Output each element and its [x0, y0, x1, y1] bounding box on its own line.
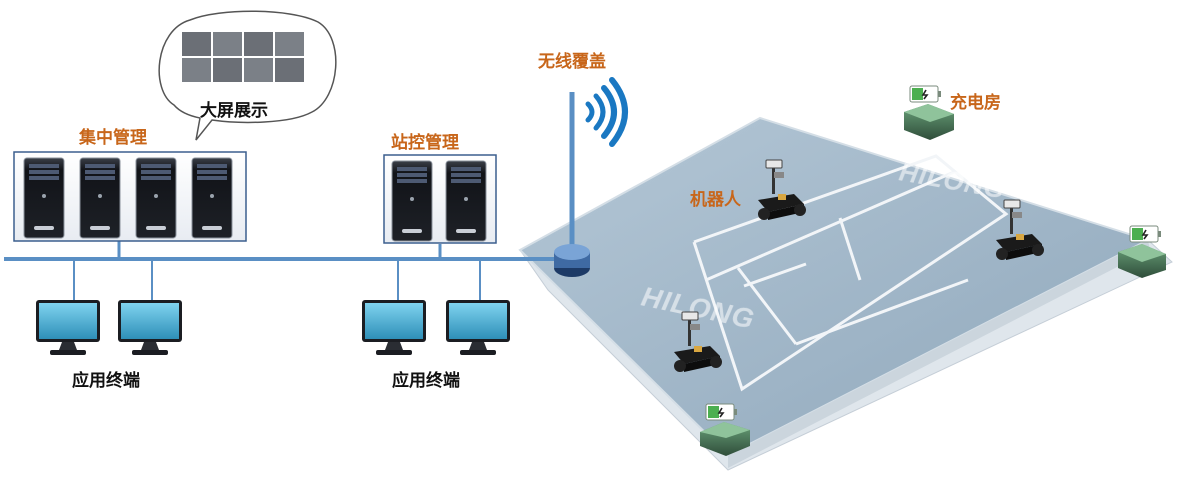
label-app-terminal-right: 应用终端 — [392, 371, 460, 391]
label-wireless-coverage: 无线覆盖 — [538, 52, 606, 72]
court-lines — [692, 154, 1009, 392]
server-tower — [79, 157, 121, 239]
charging-station — [904, 104, 954, 140]
server-tower — [135, 157, 177, 239]
video-wall-grid — [182, 32, 304, 82]
label-central-management: 集中管理 — [79, 128, 147, 148]
antenna-base — [554, 244, 590, 277]
server-tower — [23, 157, 65, 239]
label-charging-room: 充电房 — [950, 93, 1001, 113]
label-big-screen-display: 大屏展示 — [200, 101, 268, 121]
server-tower — [191, 157, 233, 239]
battery-icon — [909, 85, 942, 103]
label-app-terminal-left: 应用终端 — [72, 371, 140, 391]
charging-station — [1118, 244, 1166, 278]
label-robot: 机器人 — [690, 190, 741, 210]
server-tower — [391, 160, 433, 242]
battery-icon — [705, 403, 738, 421]
network-lines — [4, 92, 575, 300]
server-tower — [445, 160, 487, 242]
terminal-monitor — [362, 300, 426, 355]
terminal-monitor — [118, 300, 182, 355]
station-server-group — [383, 154, 497, 244]
big-screen-bubble — [158, 10, 337, 141]
wifi-signal-icon — [585, 77, 628, 147]
charging-station — [700, 422, 750, 456]
terminal-monitor — [446, 300, 510, 355]
terminal-monitor — [36, 300, 100, 355]
field-platform — [518, 116, 1173, 471]
label-station-control-management: 站控管理 — [391, 133, 459, 153]
central-server-group — [13, 151, 247, 242]
battery-icon — [1129, 225, 1162, 243]
